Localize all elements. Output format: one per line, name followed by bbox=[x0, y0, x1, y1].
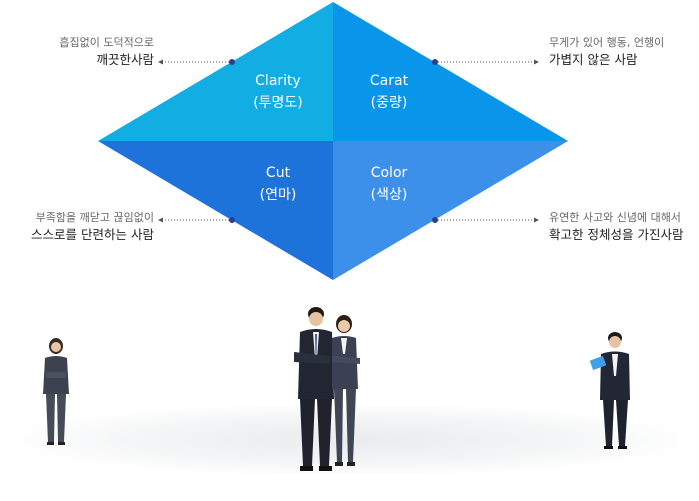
callout-top-left: 흡집없이 도덕적으로 깨끗한사람 bbox=[59, 35, 154, 69]
callout-bottom-right: 유연한 사고와 신념에 대해서 확고한 정체성을 가진사람 bbox=[549, 210, 683, 244]
label-color: Color (색상) bbox=[334, 162, 444, 206]
dot-top-right bbox=[432, 59, 438, 65]
arrow-left-icon bbox=[158, 217, 163, 223]
callout-main: 가볍지 않은 사람 bbox=[549, 52, 638, 67]
carat-ko: (중량) bbox=[370, 95, 408, 111]
woman-left-image bbox=[43, 338, 69, 445]
arrow-left-icon bbox=[158, 59, 163, 65]
dot-top-left bbox=[229, 59, 235, 65]
callout-main: 스스로를 단련하는 사람 bbox=[31, 227, 154, 242]
callout-main: 확고한 정체성을 가진사람 bbox=[549, 227, 684, 242]
couple-center-image bbox=[294, 307, 360, 471]
color-en: Color bbox=[370, 165, 408, 181]
cut-ko: (연마) bbox=[259, 187, 297, 203]
callout-sub: 유연한 사고와 신념에 대해서 bbox=[549, 211, 681, 224]
arrow-right-icon bbox=[534, 59, 539, 65]
quadrant-cut bbox=[98, 141, 333, 280]
dot-bottom-left bbox=[229, 217, 235, 223]
dot-bottom-right bbox=[432, 217, 438, 223]
quadrant-color bbox=[333, 141, 568, 280]
label-carat: Carat (중량) bbox=[334, 70, 444, 114]
label-cut: Cut (연마) bbox=[223, 162, 333, 206]
quadrant-carat bbox=[333, 2, 568, 141]
callout-sub: 부족함을 깨닫고 끊임없이 bbox=[35, 211, 154, 224]
arrow-right-icon bbox=[534, 217, 539, 223]
color-ko: (색상) bbox=[370, 187, 408, 203]
man-right-image bbox=[589, 332, 630, 449]
callout-main: 깨끗한사람 bbox=[96, 52, 154, 67]
quadrant-clarity bbox=[98, 2, 333, 141]
clarity-ko: (투명도) bbox=[253, 95, 303, 111]
clarity-en: Clarity bbox=[255, 73, 301, 89]
callout-sub: 무게가 있어 행동, 언행이 bbox=[549, 36, 665, 49]
label-clarity: Clarity (투명도) bbox=[223, 70, 333, 114]
cut-en: Cut bbox=[265, 165, 291, 181]
callout-sub: 흡집없이 도덕적으로 bbox=[59, 36, 154, 49]
carat-en: Carat bbox=[369, 73, 409, 89]
callout-top-right: 무게가 있어 행동, 언행이 가볍지 않은 사람 bbox=[549, 35, 664, 69]
callout-bottom-left: 부족함을 깨닫고 끊임없이 스스로를 단련하는 사람 bbox=[31, 210, 154, 244]
